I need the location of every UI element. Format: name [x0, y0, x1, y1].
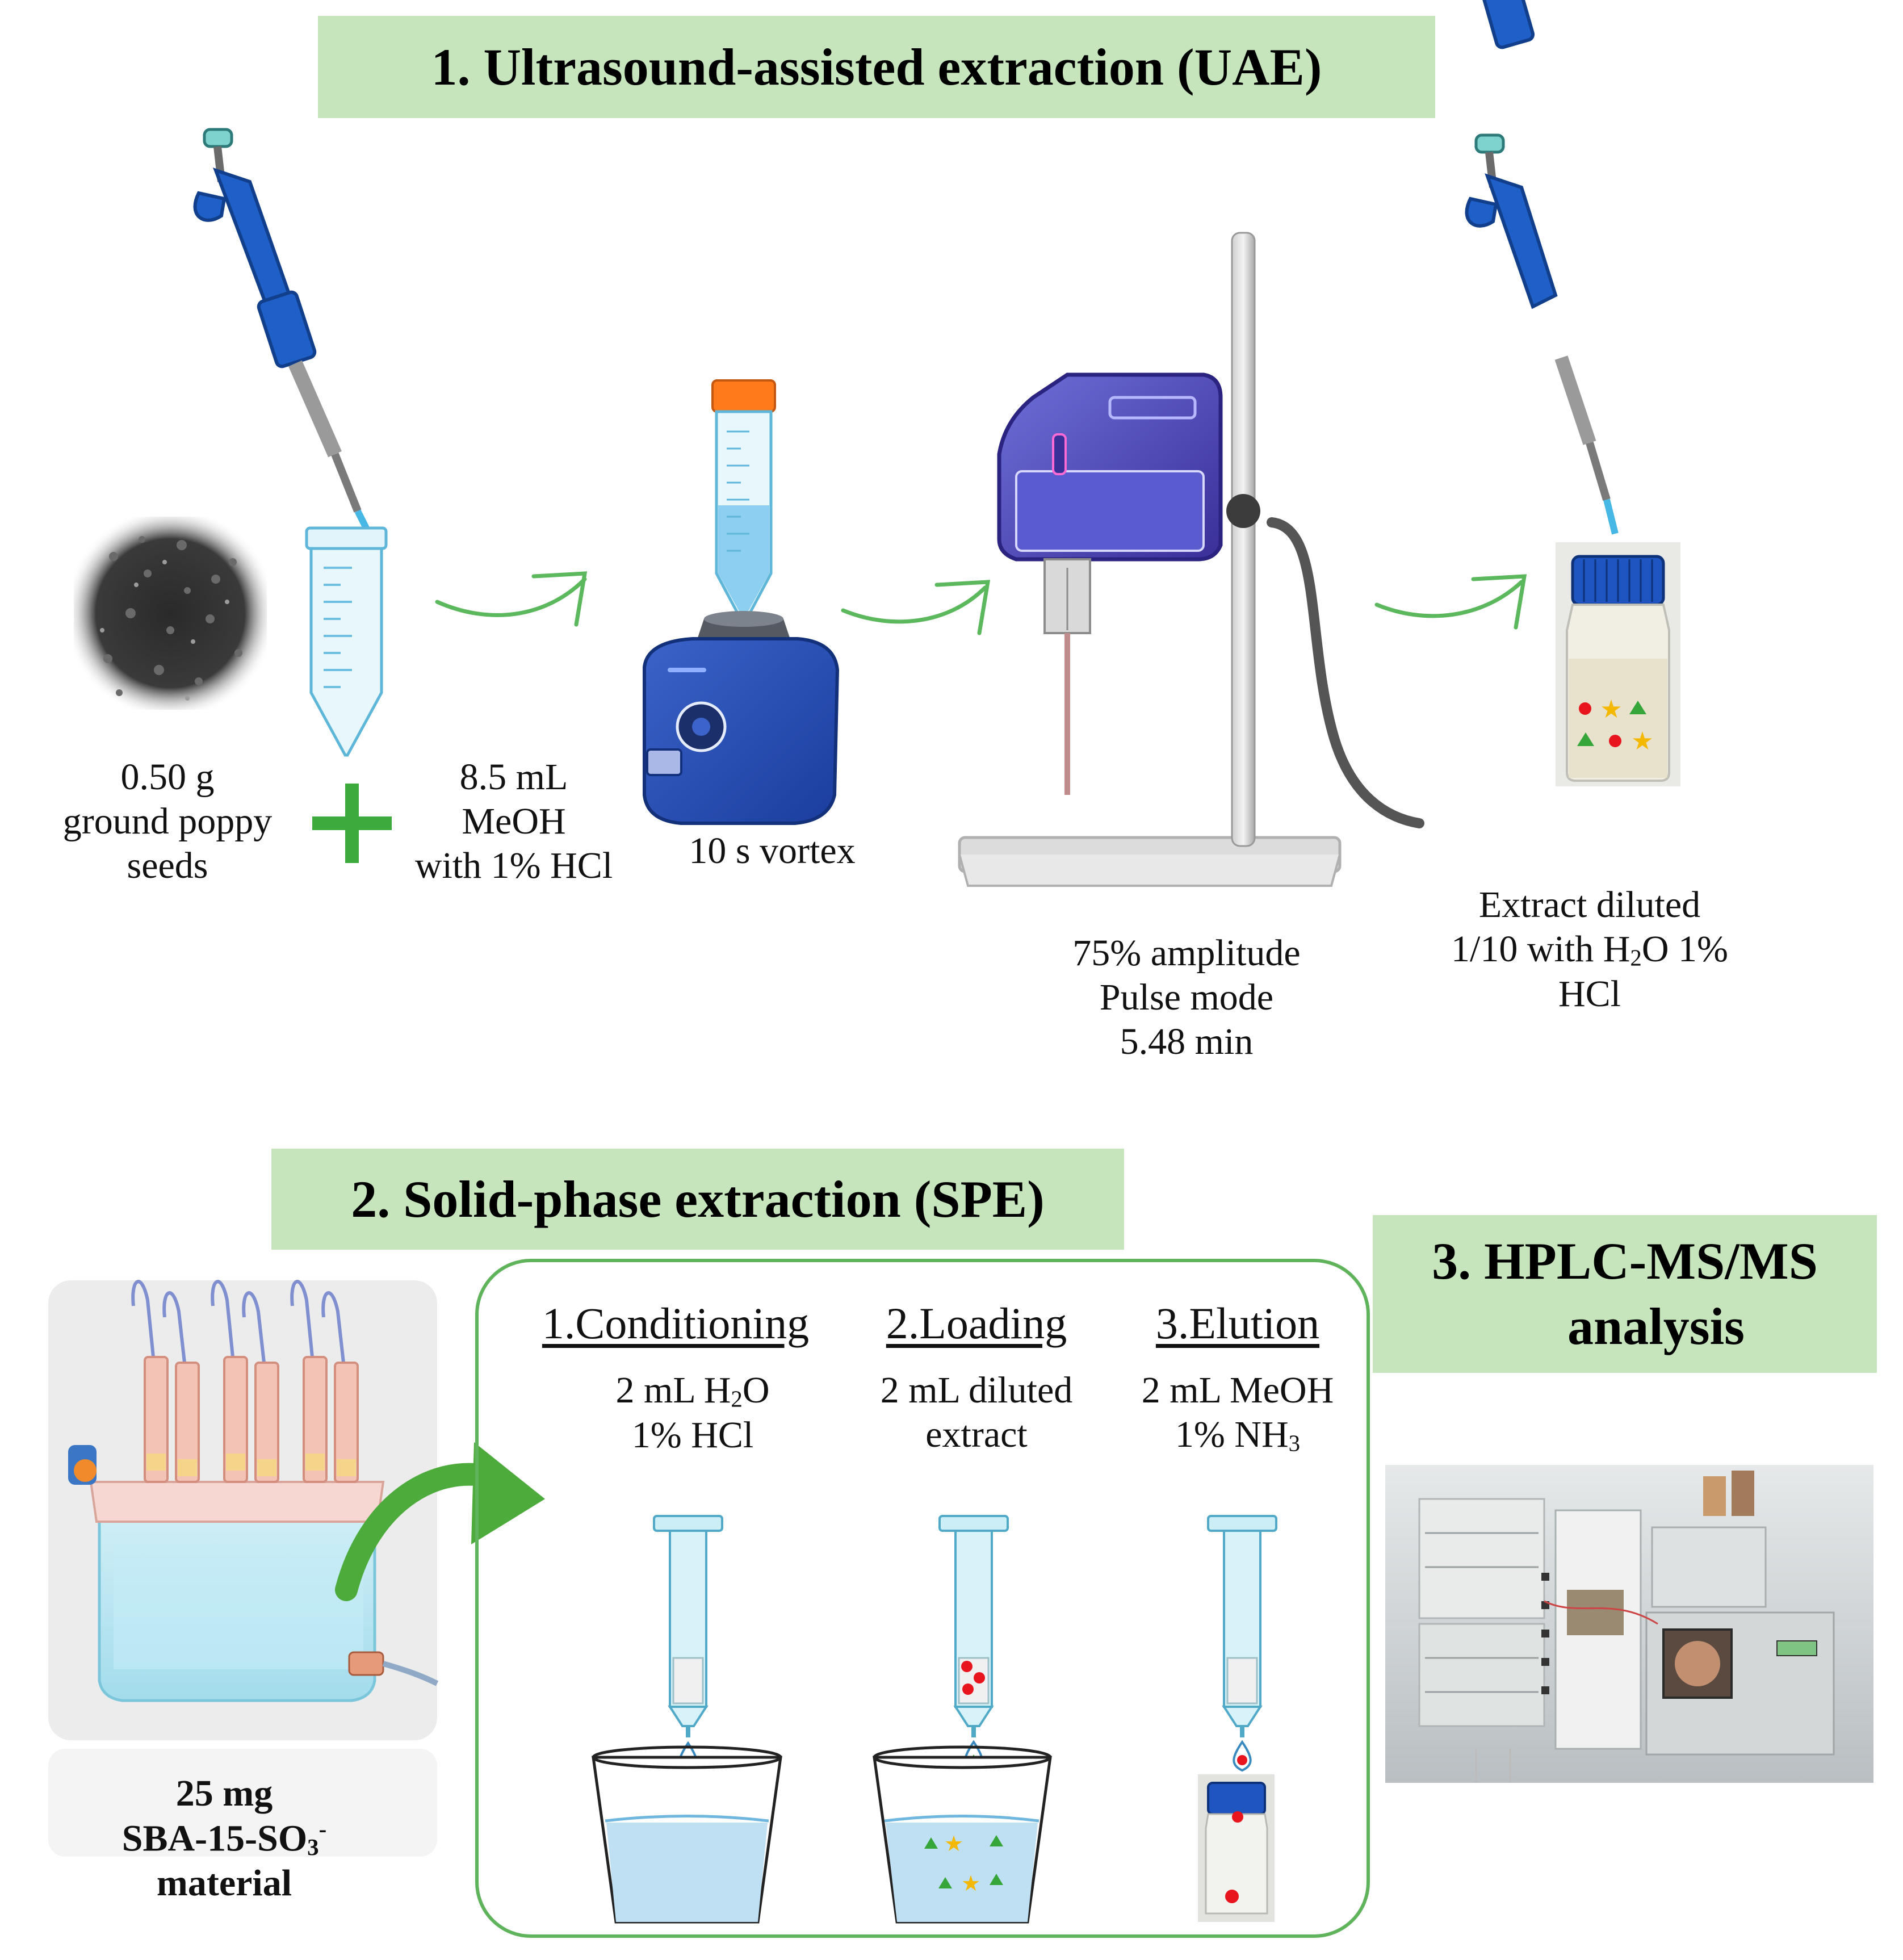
analyte-dot-icon	[1237, 1755, 1247, 1765]
seeds-label: 0.50 g ground poppy seeds	[34, 755, 301, 888]
falcon-tube-icon	[305, 526, 388, 757]
material-line1: 25 mg	[175, 1773, 273, 1814]
material-line2: SBA-15-SO3-	[68, 1816, 380, 1861]
poppy-seeds-image	[74, 517, 267, 710]
arrow-icon	[841, 580, 991, 635]
conditioning-line1: 2 mL H2O	[573, 1368, 812, 1413]
ultrasonic-homogenizer-icon	[958, 232, 1424, 887]
svg-text:★: ★	[1600, 696, 1622, 723]
spe-cartridge-icon	[1207, 1515, 1277, 1737]
hplc-title-line1: 3. HPLC-MS/MS	[1432, 1232, 1818, 1290]
spe-step-conditioning: 1.Conditioning	[505, 1297, 846, 1350]
spe-step-loading: 2.Loading	[857, 1297, 1096, 1350]
seeds-line3: seeds	[127, 844, 208, 886]
spe-step-elution: 3.Elution	[1124, 1297, 1351, 1350]
spe-manifold-icon	[48, 1280, 439, 1857]
spe-section-title: 2. Solid-phase extraction (SPE)	[271, 1149, 1124, 1250]
loading-title: 2.Loading	[886, 1299, 1067, 1348]
loading-line1: 2 mL diluted	[880, 1370, 1073, 1411]
vortex-mixer-icon	[643, 379, 840, 825]
hplc-instrument-image	[1385, 1465, 1873, 1783]
conditioning-line1-b: O	[742, 1370, 770, 1411]
vortex-line1: 10 s vortex	[689, 830, 856, 872]
dilution-line2: 1/10 with H2O 1%	[1408, 927, 1771, 972]
beaker-icon: ★ ★	[873, 1745, 1052, 1924]
elution-title: 3.Elution	[1155, 1299, 1320, 1348]
solvent-line3: with 1% HCl	[414, 844, 613, 886]
spe-title-text: 2. Solid-phase extraction (SPE)	[351, 1170, 1045, 1228]
arrow-icon	[435, 571, 588, 627]
conditioning-line1-sub: 2	[731, 1386, 743, 1412]
spe-cartridge-icon	[653, 1515, 723, 1737]
conditioning-line1-a: 2 mL H	[615, 1370, 731, 1411]
hplc-section-title: 3. HPLC-MS/MS analysis	[1373, 1215, 1877, 1373]
elution-line1: 2 mL MeOH	[1141, 1370, 1334, 1411]
arrow-icon	[335, 1442, 545, 1601]
material-line3: material	[156, 1862, 292, 1904]
plus-icon	[312, 784, 392, 863]
solvent-label: 8.5 mL MeOH with 1% HCl	[386, 755, 642, 888]
sonication-line2: Pulse mode	[1099, 976, 1274, 1018]
spe-material-label: 25 mg SBA-15-SO3- material	[68, 1771, 380, 1905]
arrow-icon	[1374, 574, 1527, 630]
elution-line2: 1% NH3	[1113, 1413, 1363, 1458]
sonication-line3: 5.48 min	[1120, 1020, 1254, 1062]
elution-line2-a: 1% NH	[1175, 1413, 1289, 1455]
dilution-line3: HCl	[1558, 973, 1621, 1015]
svg-text:★: ★	[944, 1832, 963, 1856]
vial-icon	[1198, 1774, 1275, 1922]
uae-section-title: 1. Ultrasound-assisted extraction (UAE)	[318, 16, 1435, 118]
pipette-icon	[193, 128, 378, 547]
elution-line2-sub: 3	[1288, 1430, 1301, 1456]
solvent-line2: MeOH	[462, 800, 566, 842]
conditioning-detail: 2 mL H2O 1% HCl	[573, 1368, 812, 1458]
svg-text:★: ★	[961, 1872, 980, 1896]
solvent-line1: 8.5 mL	[459, 756, 568, 798]
sonication-label: 75% amplitude Pulse mode 5.48 min	[1028, 931, 1345, 1064]
vortex-label: 10 s vortex	[653, 829, 891, 873]
elution-detail: 2 mL MeOH 1% NH3	[1113, 1368, 1363, 1458]
material-line2-sup: -	[318, 1816, 327, 1842]
conditioning-title: 1.Conditioning	[542, 1299, 810, 1348]
svg-text:★: ★	[1631, 727, 1653, 755]
uae-title-text: 1. Ultrasound-assisted extraction (UAE)	[431, 38, 1322, 96]
spe-steps-frame	[475, 1259, 1370, 1938]
hplc-title-line2: analysis	[1567, 1297, 1745, 1355]
conditioning-line2: 1% HCl	[631, 1414, 754, 1456]
dilution-line2-sub: 2	[1630, 945, 1642, 971]
loading-detail: 2 mL diluted extract	[846, 1368, 1107, 1457]
beaker-icon	[592, 1745, 782, 1924]
seeds-line2: ground poppy	[62, 800, 273, 842]
spe-cartridge-icon	[938, 1515, 1009, 1737]
dilution-line2-b: O 1%	[1641, 928, 1728, 970]
dilution-line1: Extract diluted	[1478, 884, 1701, 925]
dilution-line2-a: 1/10 with H	[1451, 928, 1630, 970]
material-line2-sub: 3	[307, 1834, 319, 1860]
dilution-label: Extract diluted 1/10 with H2O 1% HCl	[1408, 883, 1771, 1016]
vial-icon: ★ ★	[1556, 542, 1680, 786]
pipette-icon	[1465, 0, 1619, 535]
seeds-line1: 0.50 g	[120, 756, 215, 798]
material-line2-a: SBA-15-SO	[121, 1817, 308, 1860]
sonication-line1: 75% amplitude	[1072, 932, 1301, 974]
loading-line2: extract	[925, 1413, 1028, 1455]
